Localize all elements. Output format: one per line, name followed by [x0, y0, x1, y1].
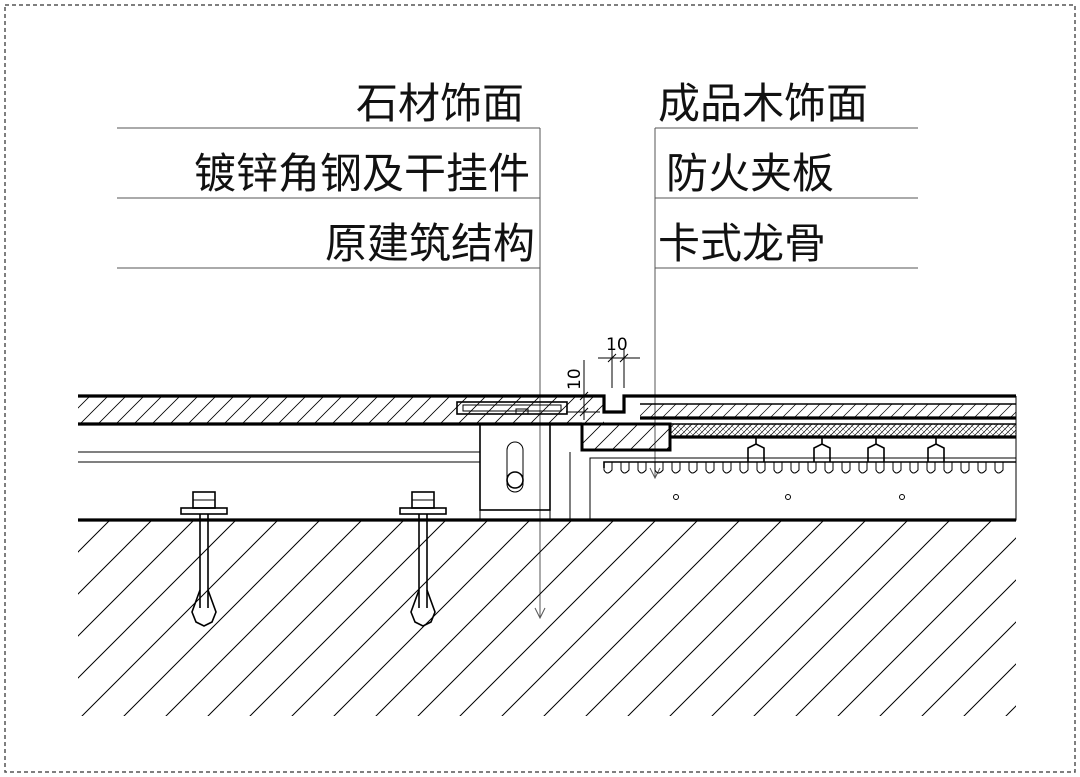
keel-clip	[867, 437, 885, 462]
joint-trim-piece	[580, 422, 672, 452]
label-wood-veneer: 成品木饰面	[658, 79, 868, 128]
right-labels: 成品木饰面 防火夹板 卡式龙骨	[649, 79, 918, 480]
keel-teeth-profile	[603, 461, 1012, 474]
label-fire-plywood: 防火夹板	[666, 149, 834, 198]
keel-clip	[813, 437, 831, 462]
fire-plywood	[670, 424, 1016, 436]
keel-clip	[747, 437, 765, 462]
dimension-vertical: 10	[565, 360, 600, 420]
keel-hole	[673, 494, 679, 500]
keel-hole	[785, 494, 791, 500]
label-original-structure: 原建筑结构	[325, 219, 535, 268]
card-keel	[589, 437, 1017, 521]
drawing-frame	[4, 4, 1076, 773]
keel-clip	[927, 437, 945, 462]
svg-text:10: 10	[606, 335, 628, 355]
keel-hole	[899, 494, 905, 500]
concrete-structure	[78, 520, 1016, 716]
label-steel-angle-hanger: 镀锌角钢及干挂件	[194, 149, 530, 198]
label-card-keel: 卡式龙骨	[658, 219, 826, 268]
label-stone-finish: 石材饰面	[356, 79, 524, 128]
stone-slab	[78, 396, 604, 424]
steel-angle-hanger	[456, 401, 568, 520]
expansion-bolt-2	[399, 491, 447, 627]
expansion-bolt-1	[180, 491, 228, 627]
wood-veneer	[640, 404, 1016, 418]
dimension-horizontal: 10	[598, 335, 640, 388]
svg-text:10: 10	[565, 368, 585, 390]
